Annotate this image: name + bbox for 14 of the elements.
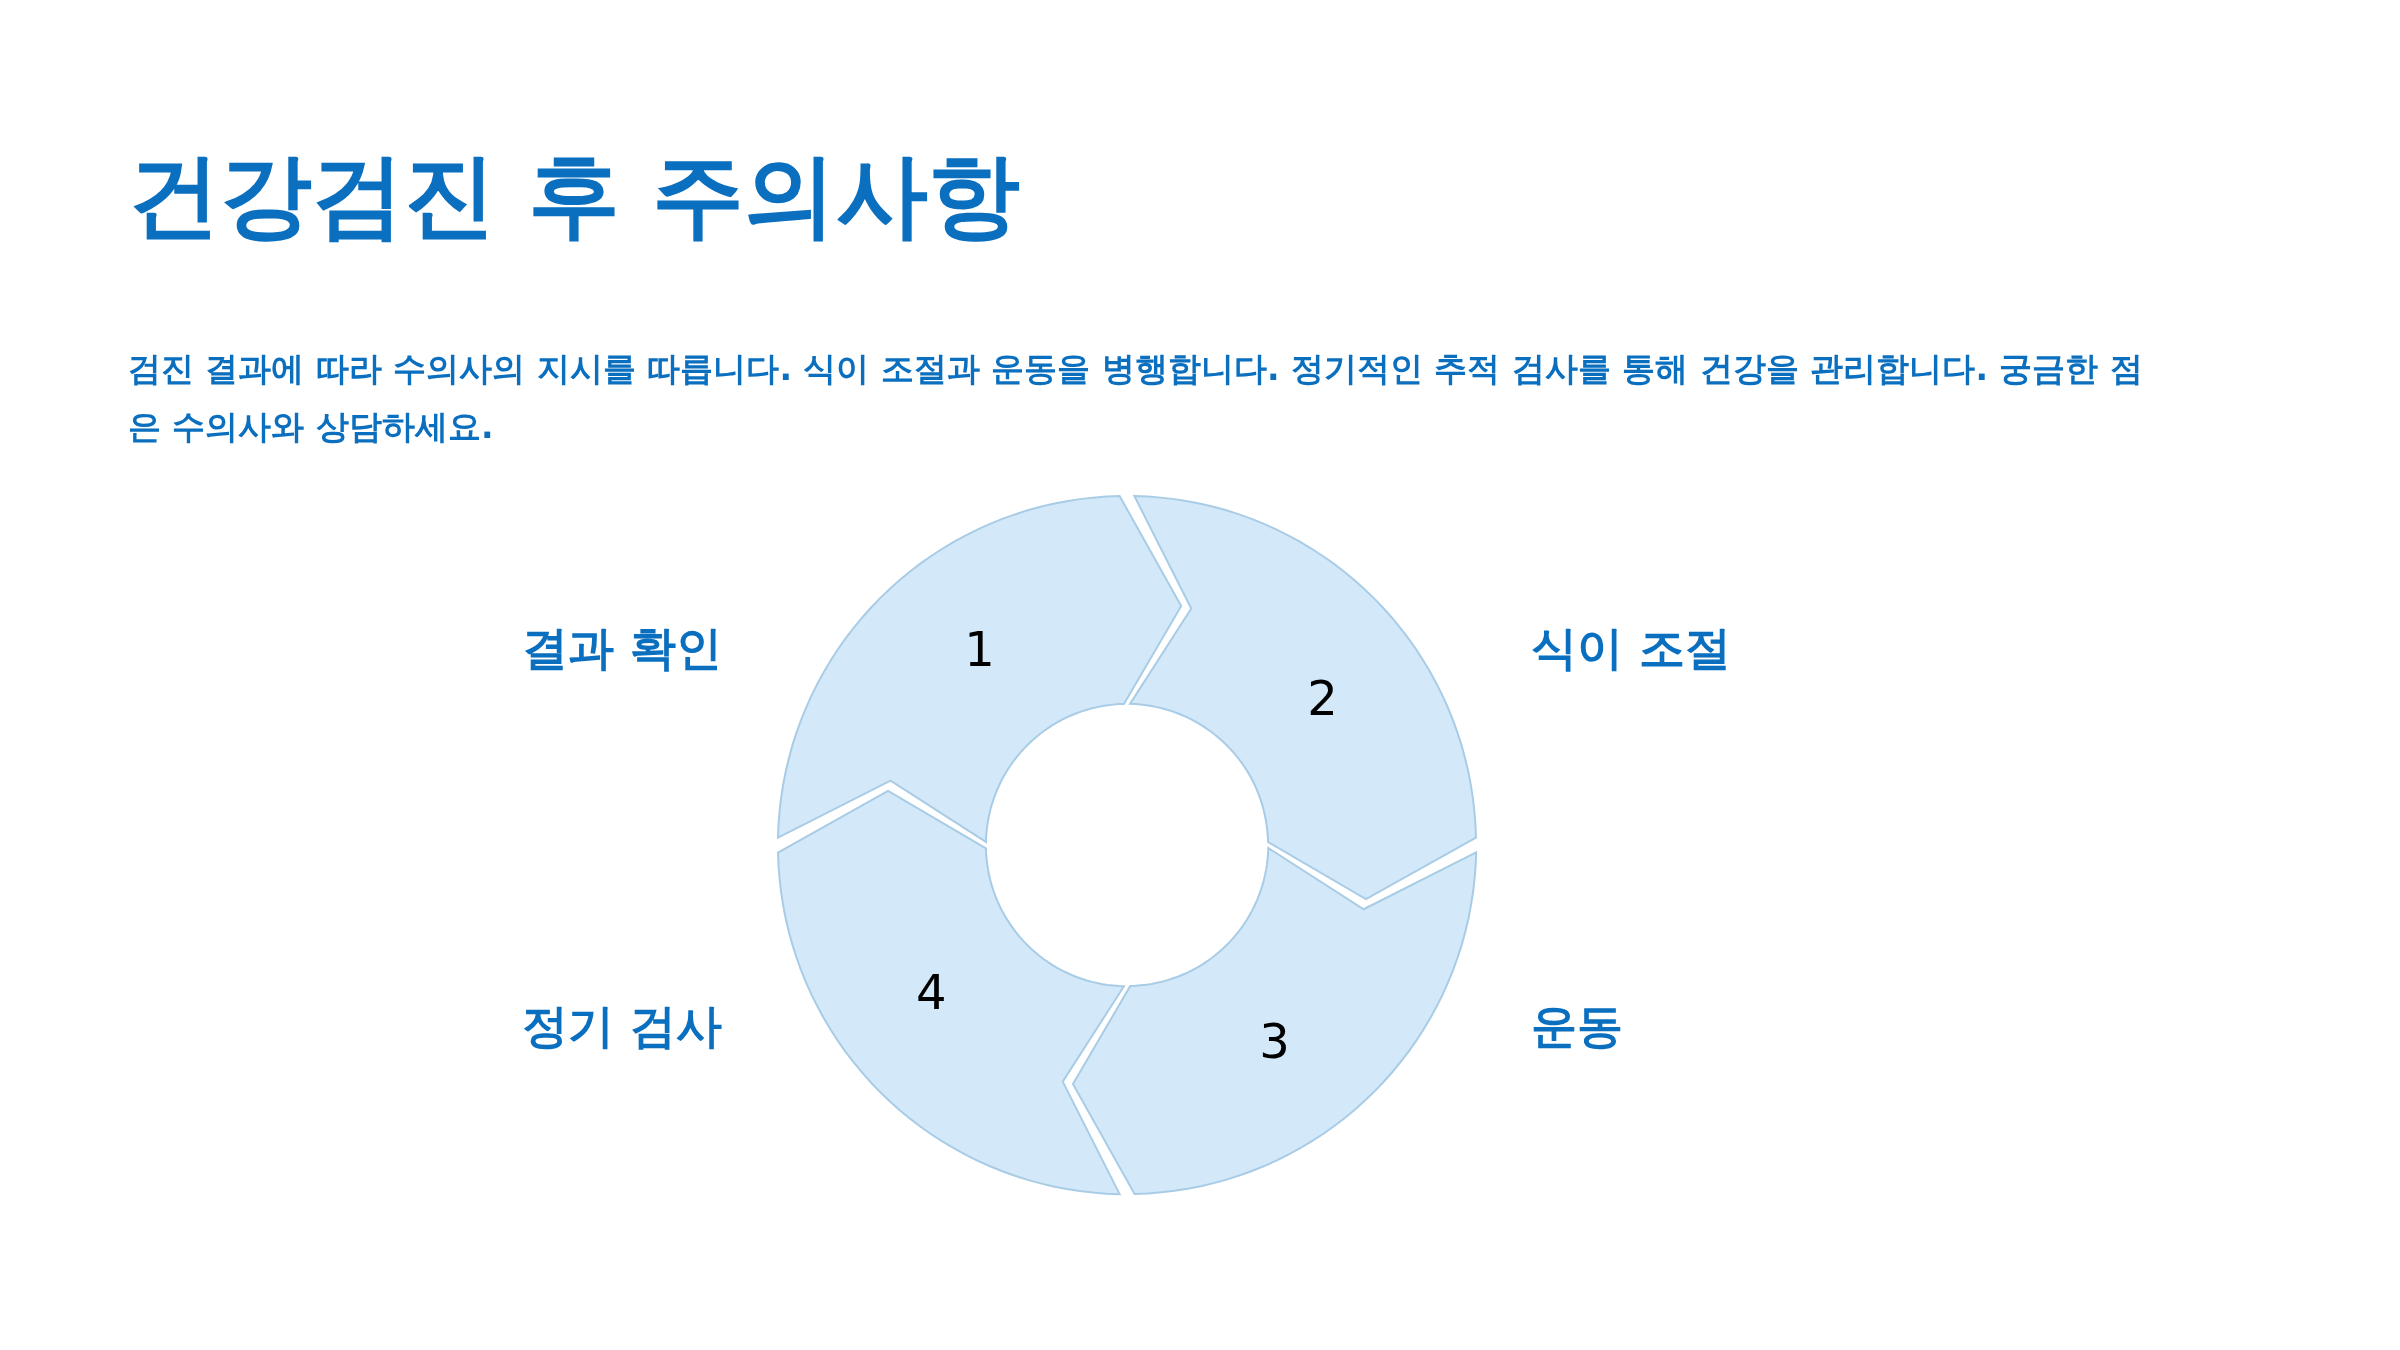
description-text: 검진 결과에 따라 수의사의 지시를 따릅니다. 식이 조절과 운동을 병행합니다. 정기적인 추적 검사를 통해 건강을 관리합니다. 궁금한 점은 수의사와 상담하세요. — [128, 348, 2144, 448]
step-number: 4 — [916, 968, 947, 1017]
step-label: 운동 — [1531, 1003, 1623, 1049]
step-label: 정기 검사 — [522, 1003, 722, 1049]
step-number: 3 — [1259, 1016, 1290, 1065]
arrow-segment — [776, 494, 1184, 845]
title: 건강검진 후 주의사항 — [128, 150, 1021, 242]
step-number: 2 — [1307, 673, 1338, 722]
step-label: 결과 확인 — [522, 625, 722, 671]
arrow-segment — [1127, 494, 1478, 902]
arrow-segment — [776, 788, 1127, 1196]
step-number: 1 — [964, 625, 995, 674]
arrow-segment — [1070, 845, 1478, 1196]
step-label: 식이 조절 — [1531, 625, 1731, 671]
